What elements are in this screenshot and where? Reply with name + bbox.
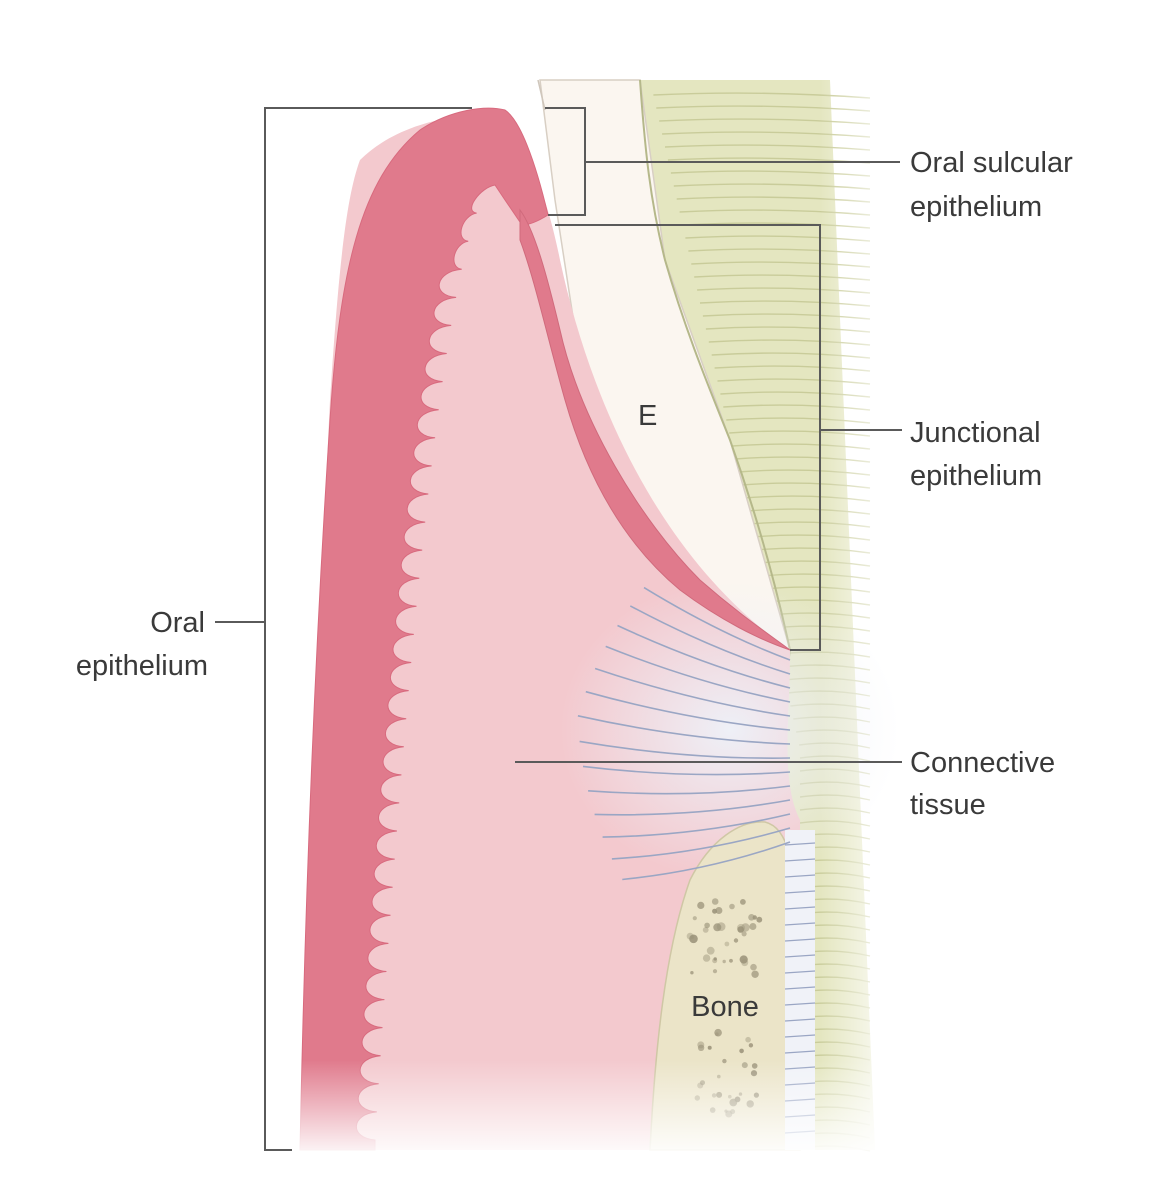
bone-speckle (712, 969, 718, 974)
junctional-bracket (555, 224, 821, 651)
gingival-fiber (588, 785, 791, 795)
gingival-fiber (594, 667, 791, 717)
bone-speckle (712, 908, 718, 914)
bone-speckle (697, 901, 705, 910)
junctional-label-line2: epithelium (910, 460, 1043, 492)
oral-epithelium-label-line1: Oral (150, 607, 205, 639)
gingival-fiber (602, 813, 791, 838)
gingival-fibers (577, 586, 791, 881)
gingival-fiber (629, 605, 791, 675)
pdl-fiber (784, 906, 816, 910)
bone-speckle (690, 935, 695, 939)
bone-speckle (697, 1041, 705, 1049)
oral-epithelium-layer (299, 107, 549, 1151)
bone-speckle (690, 971, 694, 975)
gingival-fiber (611, 827, 791, 860)
bone-speckle (711, 898, 719, 905)
pdl-fiber (784, 1050, 816, 1054)
cementum (640, 80, 875, 1150)
bone-speckle (713, 957, 717, 961)
bone-speckle (751, 970, 759, 978)
connective-label-line1: Connective (910, 747, 1056, 779)
bone-speckle (706, 946, 715, 955)
bone-speckle (702, 954, 711, 962)
pdl-fiber (784, 922, 816, 926)
bottom-fade (280, 1060, 920, 1160)
oral-sulcular-label-line1: Oral sulcular (910, 147, 1073, 179)
bone-speckle (715, 1032, 719, 1036)
bone-speckle (749, 923, 757, 930)
pdl-fiber (784, 842, 816, 846)
bone-speckle (714, 1028, 722, 1037)
bone-speckle (729, 958, 733, 963)
gingival-fiber (617, 624, 791, 689)
pdl-fiber (784, 1034, 816, 1038)
gingival-fiber (579, 740, 791, 759)
pdl-fiber (784, 986, 816, 990)
pdl-fiber (784, 938, 816, 942)
bone-speckle (715, 907, 723, 914)
bone-speckle (739, 955, 748, 964)
enamel-label: E (638, 400, 658, 432)
bone-speckle (722, 959, 726, 964)
fiber-region (560, 580, 900, 880)
pdl-fiber (784, 858, 816, 862)
bone-speckle (756, 916, 763, 923)
bone-speckle (741, 931, 747, 937)
bone-speckle (713, 923, 722, 932)
bone-speckle (692, 916, 697, 921)
pdl-fiber (784, 1002, 816, 1006)
oral-epithelium-label-line2: epithelium (75, 650, 208, 682)
bone-speckle (739, 1048, 744, 1054)
pdl-fiber (784, 970, 816, 974)
gingival-fiber (605, 645, 791, 703)
connective-label-line2: tissue (910, 789, 986, 821)
bone-speckle (697, 1044, 705, 1052)
bone-speckle (704, 922, 710, 929)
bone-speckle (702, 927, 709, 933)
junctional-epithelium-layer (519, 208, 791, 651)
bone-label: Bone (691, 991, 759, 1023)
gingival-fiber (594, 799, 791, 816)
gingival-fiber (622, 841, 791, 881)
bone-speckle (729, 903, 735, 910)
pdl-fiber (784, 954, 816, 958)
bone-speckle (740, 899, 746, 905)
gingival-fiber (643, 586, 791, 661)
gingival-fiber (577, 715, 791, 745)
bone-speckle (712, 958, 718, 964)
bone-speckle (689, 934, 698, 944)
gingival-fiber (582, 765, 791, 776)
bone-speckle (750, 963, 757, 971)
bone-speckle (748, 1043, 754, 1048)
bone-speckle (686, 932, 694, 940)
oral-sulcular-label-line2: epithelium (910, 191, 1043, 223)
bone-speckle (724, 941, 730, 947)
oral-epithelium-bracket (264, 107, 472, 1151)
pdl-fiber (784, 1018, 816, 1022)
bone-speckle (737, 926, 744, 933)
pdl-fiber (784, 890, 816, 894)
tooth-edge-line (537, 79, 546, 111)
bone-speckle (745, 1036, 751, 1043)
bone-speckle (752, 915, 757, 920)
pdl-fiber (784, 874, 816, 878)
gingival-fiber (585, 690, 791, 731)
bone-speckle (707, 1045, 712, 1050)
bone-speckle (733, 938, 739, 943)
junctional-label-line1: Junctional (910, 417, 1041, 449)
